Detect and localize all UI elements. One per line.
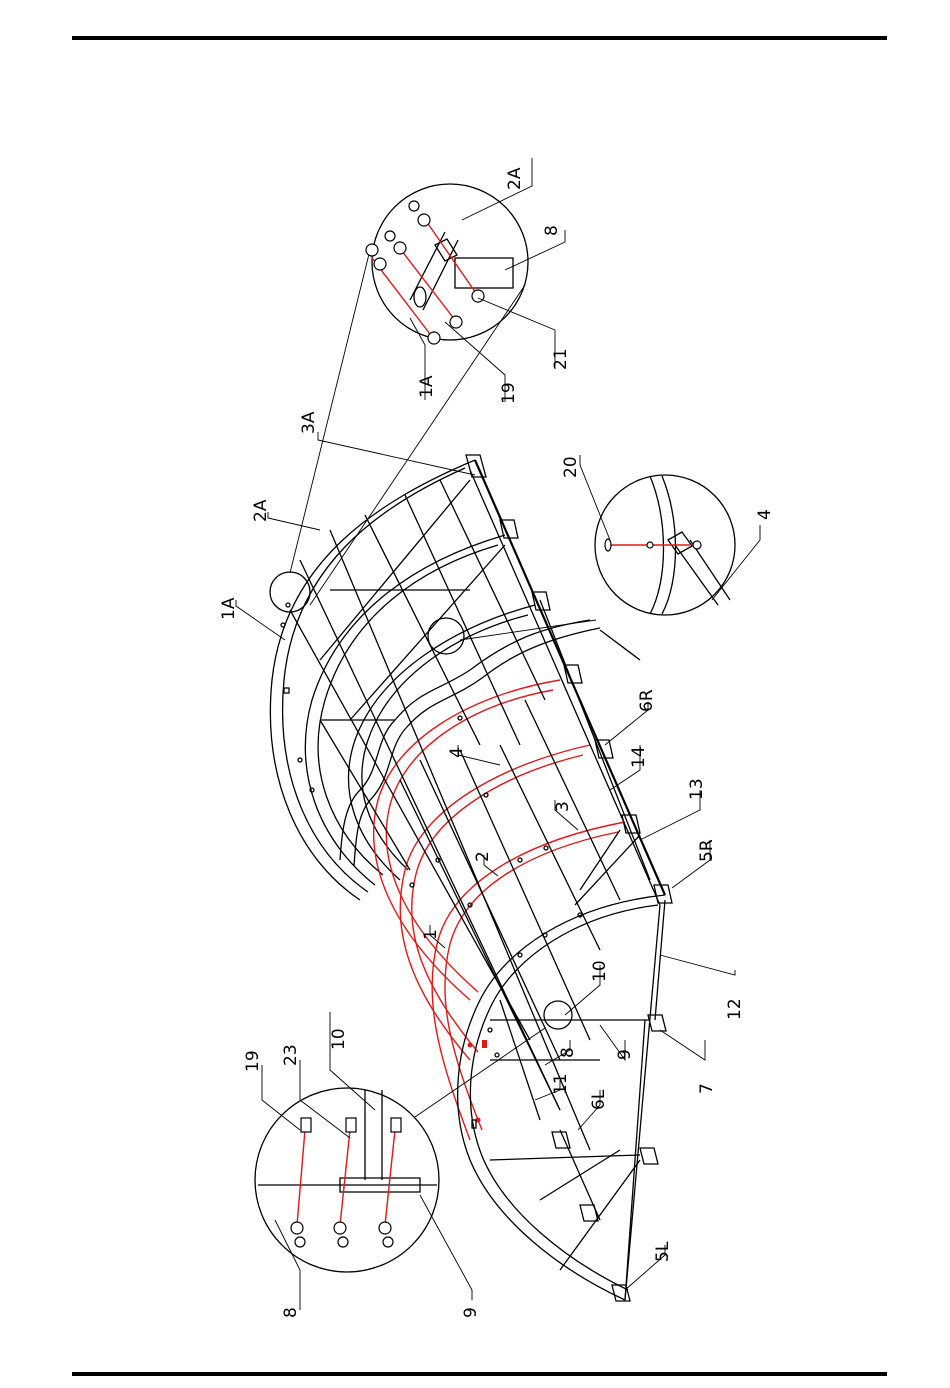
- label-9-bottom: 9: [461, 1307, 481, 1318]
- label-7: 7: [697, 1083, 717, 1094]
- front-end-arch: [458, 895, 665, 1300]
- base-plates: [466, 455, 672, 1301]
- label-4-detail: 4: [755, 509, 775, 520]
- label-2A-main: 2A: [251, 499, 271, 522]
- greenhouse-frame: [270, 455, 672, 1301]
- highlight-arches: [374, 680, 625, 1140]
- label-11: 11: [551, 1073, 571, 1095]
- label-1A-main: 1A: [219, 597, 239, 620]
- label-8-top: 8: [542, 225, 562, 236]
- label-9-main: 9: [615, 1049, 635, 1060]
- label-10-main: 10: [590, 960, 610, 982]
- label-1: 1: [421, 929, 441, 940]
- label-3A: 3A: [299, 411, 319, 434]
- label-2: 2: [473, 851, 493, 862]
- label-19-top: 19: [499, 382, 519, 404]
- base-rails: [470, 460, 665, 1300]
- label-6R: 6R: [637, 689, 657, 712]
- label-8-main: 8: [558, 1047, 578, 1058]
- label-5L: 5L: [653, 1241, 673, 1262]
- label-14: 14: [629, 746, 649, 768]
- detail-middle: [460, 455, 760, 640]
- label-5R: 5R: [697, 839, 717, 862]
- label-1A-detail: 1A: [417, 375, 437, 398]
- label-3: 3: [553, 801, 573, 812]
- label-23: 23: [281, 1044, 301, 1066]
- label-13: 13: [687, 778, 707, 800]
- label-10-detail: 10: [329, 1028, 349, 1050]
- detail-circle-10: [544, 1001, 572, 1029]
- label-12: 12: [725, 998, 745, 1020]
- label-6L: 6L: [589, 1089, 609, 1110]
- label-4-main: 4: [447, 747, 467, 758]
- label-8-bottom: 8: [281, 1307, 301, 1318]
- label-21: 21: [551, 348, 571, 370]
- label-19-bottom: 19: [243, 1050, 263, 1072]
- label-2A-top: 2A: [505, 167, 525, 190]
- callout-labels: 2A 8 21 1A 19 3A 2A 1A 20 4 6R 14 4 3 13…: [219, 167, 775, 1318]
- label-20: 20: [561, 456, 581, 478]
- bolt-marks: [410, 716, 548, 1128]
